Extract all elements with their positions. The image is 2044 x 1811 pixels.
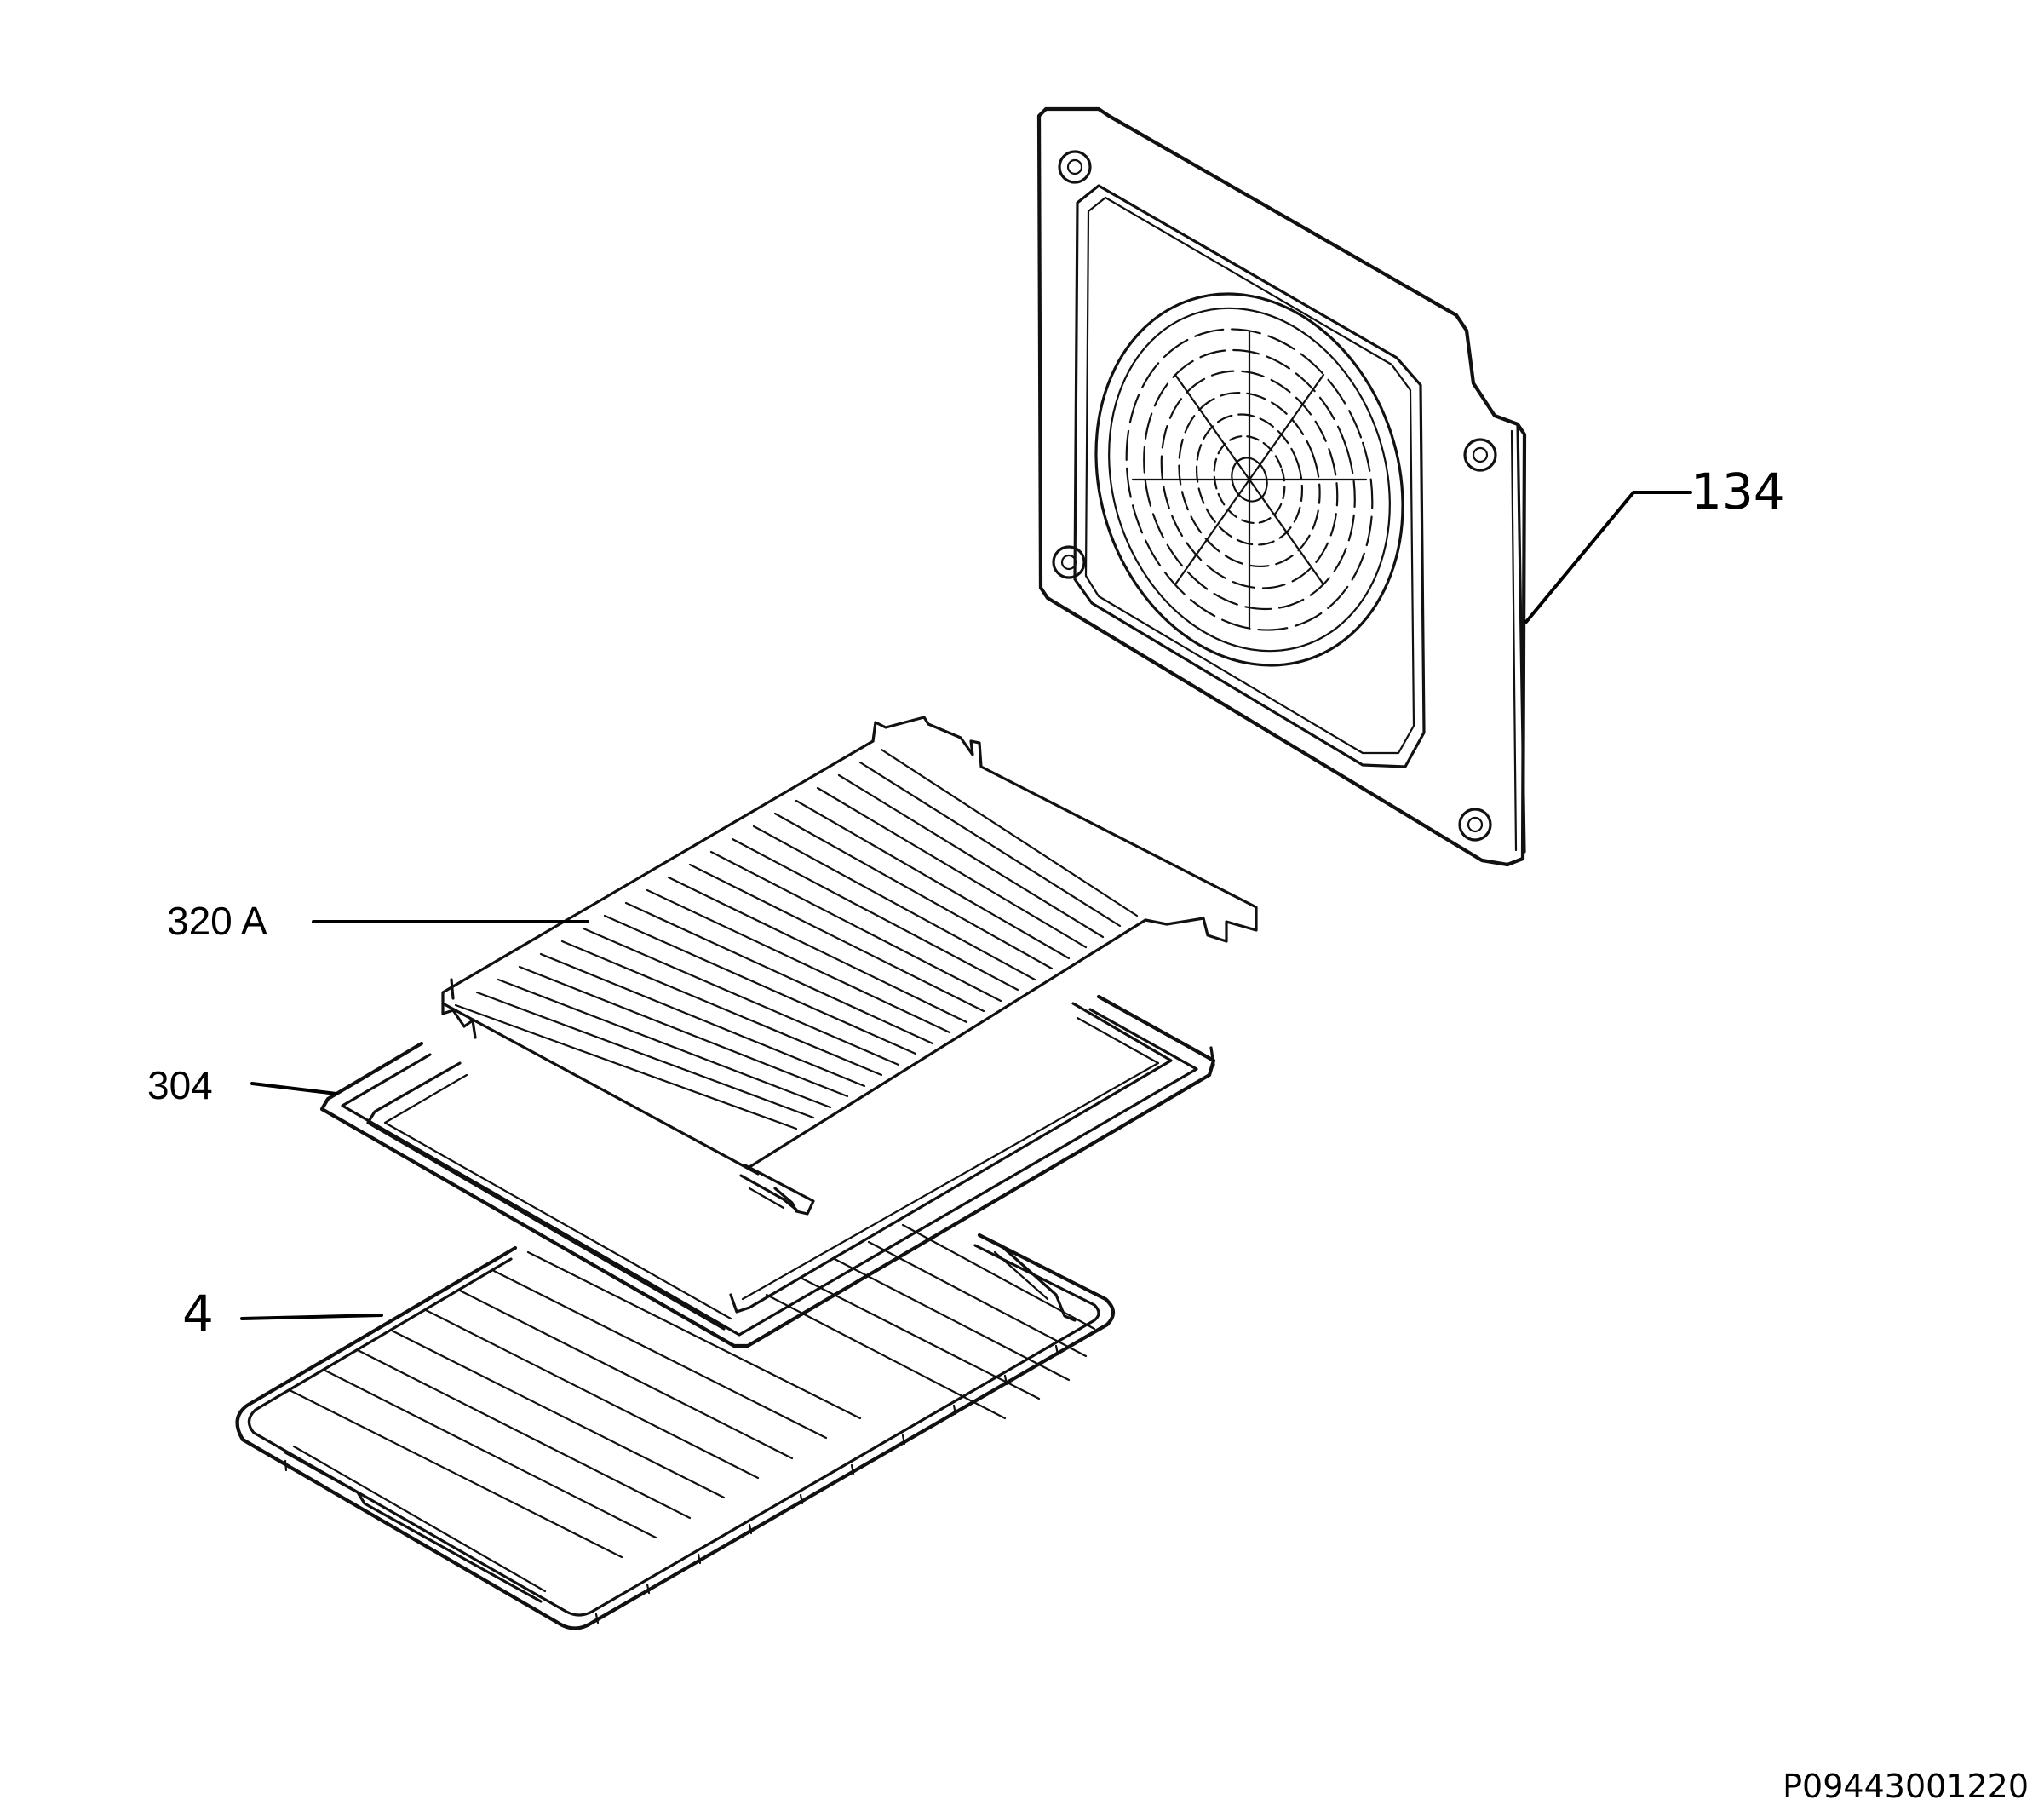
fan-cover-icon bbox=[1036, 106, 1527, 867]
callout-134: 134 bbox=[1524, 463, 1785, 624]
callout-320a: 320 A bbox=[167, 899, 589, 943]
screw-icon bbox=[1058, 150, 1092, 184]
drawing-code: P09443001220 bbox=[1783, 1768, 2029, 1805]
part-label-4: 4 bbox=[182, 1285, 214, 1342]
screw-icon bbox=[1463, 438, 1497, 472]
screw-icon bbox=[1052, 545, 1086, 579]
part-label-320a: 320 A bbox=[167, 899, 267, 943]
element-frame-icon bbox=[319, 994, 1216, 1348]
screw-icon bbox=[1458, 808, 1492, 842]
heating-element-icon bbox=[441, 716, 1258, 1176]
part-label-134: 134 bbox=[1691, 463, 1785, 520]
callout-4: 4 bbox=[182, 1285, 383, 1342]
part-label-304: 304 bbox=[147, 1063, 213, 1107]
wire-rack-icon bbox=[235, 1223, 1116, 1630]
callout-304: 304 bbox=[147, 1063, 338, 1107]
